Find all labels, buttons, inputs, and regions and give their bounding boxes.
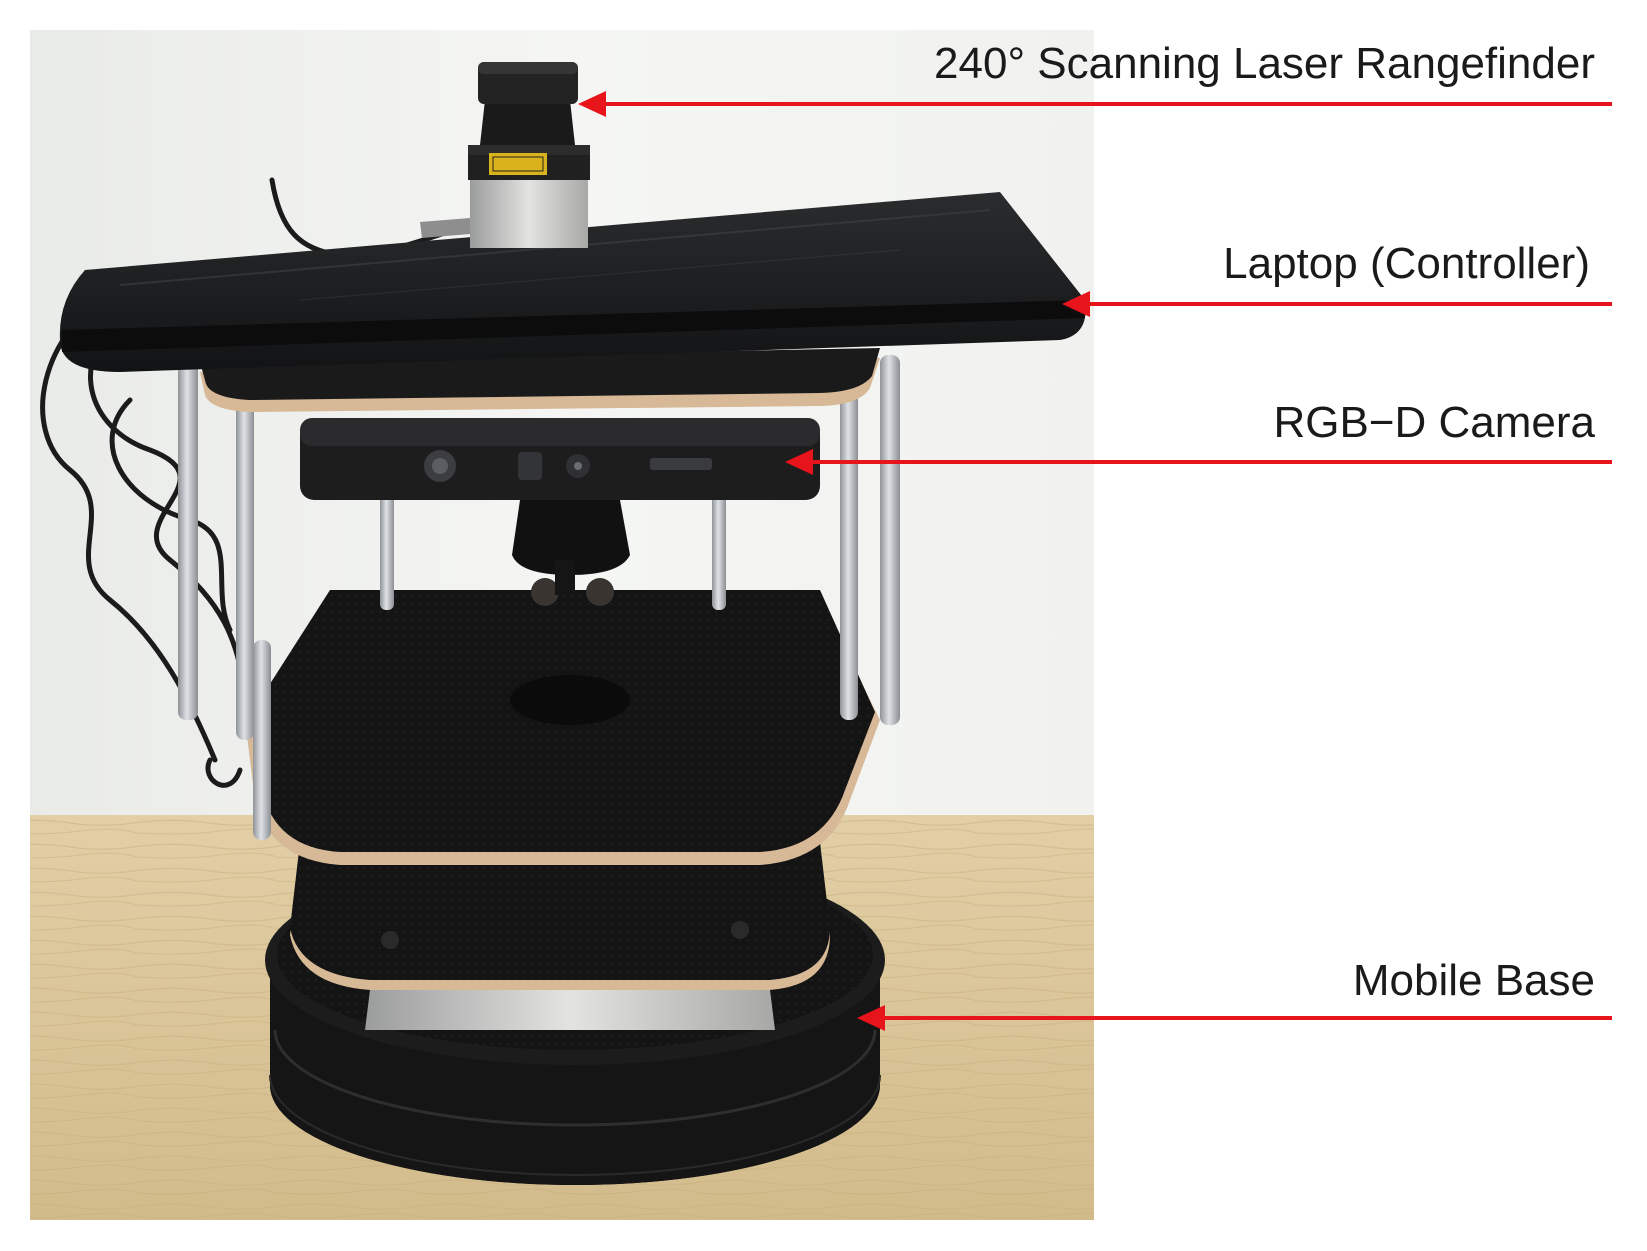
label-laser: 240° Scanning Laser Rangefinder — [934, 39, 1595, 88]
laser-rangefinder — [420, 62, 590, 248]
arrow-laser — [578, 91, 1612, 117]
middle-plate — [245, 578, 880, 865]
annotation-labels: 240° Scanning Laser Rangefinder Laptop (… — [934, 39, 1595, 1005]
annotation-arrows — [578, 91, 1612, 1031]
arrow-camera — [785, 449, 1612, 475]
label-camera: RGB−D Camera — [1273, 398, 1595, 447]
label-laptop: Laptop (Controller) — [1223, 239, 1590, 288]
photo — [30, 30, 1094, 1220]
lower-plate — [290, 842, 830, 1030]
arrow-base — [857, 1005, 1612, 1031]
arrow-laptop — [1062, 291, 1612, 317]
label-base: Mobile Base — [1353, 956, 1595, 1005]
poles — [178, 355, 900, 840]
laptop — [59, 192, 1086, 372]
rgbd-camera — [300, 418, 820, 595]
